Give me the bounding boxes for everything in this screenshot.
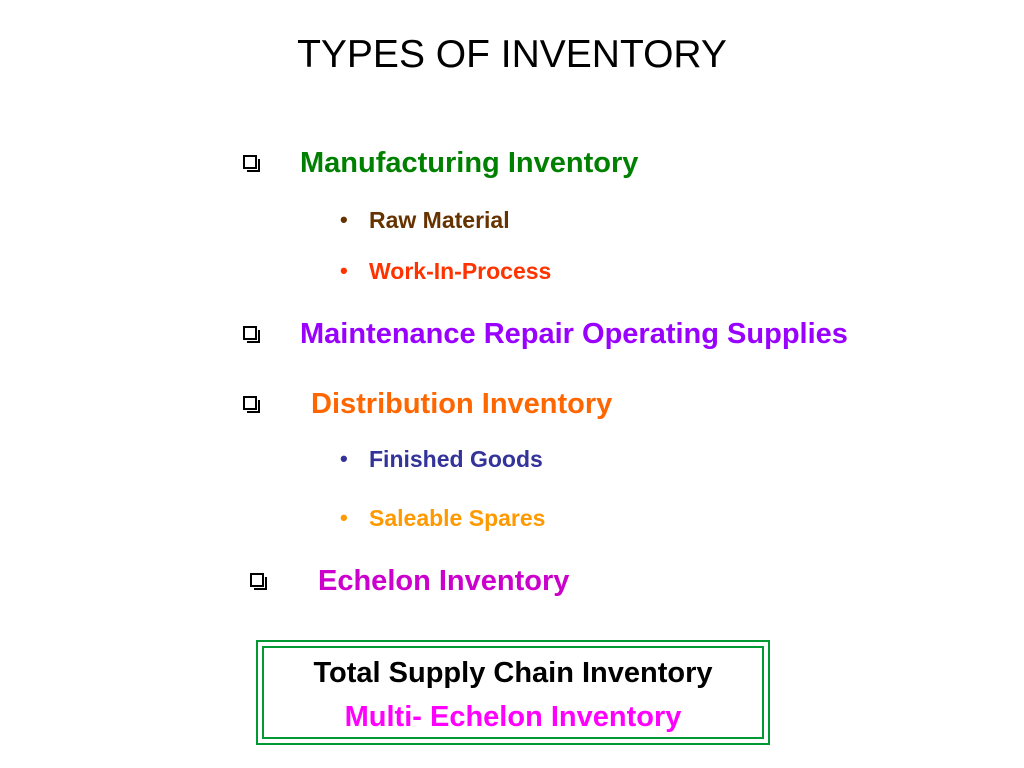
bullet-dot: • (340, 446, 348, 471)
checkbox-square-icon (243, 326, 260, 343)
echelon-inventory-label: Echelon Inventory (318, 565, 570, 597)
supply-chain-callout-box: Total Supply Chain Inventory Multi- Eche… (256, 640, 770, 745)
checkbox-square-icon (243, 396, 260, 413)
slide-title: TYPES OF INVENTORY (297, 33, 727, 76)
callout-inner-border: Total Supply Chain Inventory Multi- Eche… (262, 646, 764, 739)
work-in-process-label: Work-In-Process (369, 258, 552, 284)
bullet-dot: • (340, 258, 348, 283)
checkbox-square-icon (243, 155, 260, 172)
bullet-dot: • (340, 207, 348, 232)
bullet-dot: • (340, 505, 348, 530)
total-supply-chain-inventory-text: Total Supply Chain Inventory (313, 657, 713, 689)
manufacturing-inventory-label: Manufacturing Inventory (300, 147, 639, 179)
raw-material-label: Raw Material (369, 207, 510, 233)
distribution-inventory-label: Distribution Inventory (311, 388, 613, 420)
checkbox-square-icon (250, 573, 267, 590)
multi-echelon-inventory-text: Multi- Echelon Inventory (344, 701, 682, 733)
mro-supplies-label: Maintenance Repair Operating Supplies (300, 318, 848, 350)
saleable-spares-label: Saleable Spares (369, 505, 546, 531)
finished-goods-label: Finished Goods (369, 446, 543, 472)
